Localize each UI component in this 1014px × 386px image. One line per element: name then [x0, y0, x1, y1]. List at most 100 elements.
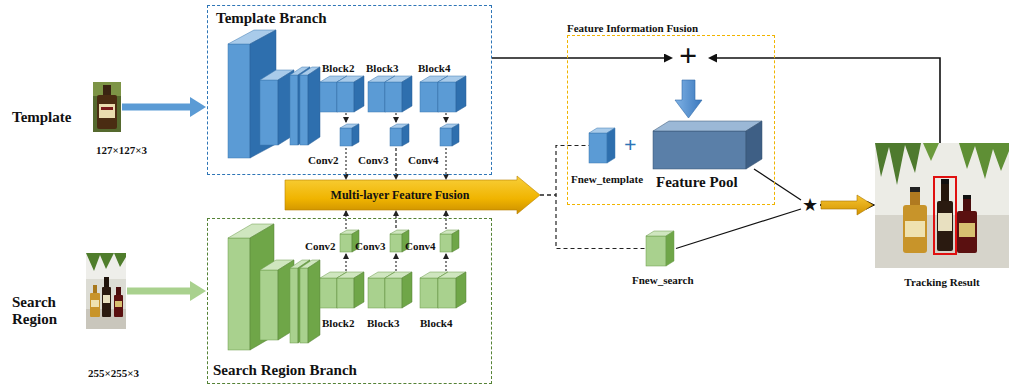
text-holder: +: [679, 37, 697, 73]
search-layers: [390, 234, 402, 252]
text-holder: +: [624, 132, 637, 158]
search-layers: [228, 224, 466, 350]
template-layers: [438, 82, 456, 112]
template-layers: [228, 30, 466, 158]
feature-cube: Fnew_template: [589, 128, 615, 163]
feature-cube-shape: [646, 236, 666, 266]
search-layers: [456, 272, 466, 308]
block-label: Block4: [420, 317, 452, 330]
template-layers: [456, 76, 466, 112]
template-layers: [300, 75, 308, 145]
template-image-shape: [93, 82, 121, 132]
feature-cube-shape: [589, 128, 615, 163]
result-image-shape: [910, 192, 920, 207]
result-image-shape: [957, 211, 977, 253]
search-layers: [452, 230, 459, 252]
template-image-shape: [93, 82, 121, 132]
search-image-shape: [116, 287, 121, 296]
search-image: Search Region255×255×3: [86, 253, 126, 329]
result-image-shape: [959, 143, 1009, 179]
dotted-arrows: [395, 113, 396, 122]
fusion-title: Feature Information Fusion: [567, 22, 698, 35]
template-layers: [260, 80, 278, 145]
text-holder: Conv3: [355, 236, 386, 254]
dotted-arrows: [345, 254, 346, 271]
connector: [540, 146, 589, 196]
template-image-shape: [101, 107, 113, 110]
search-image-shape: [115, 301, 122, 307]
search-layers: [402, 272, 412, 308]
search-image-shape: [114, 295, 123, 317]
feature-cube-shape: [646, 231, 676, 266]
dotted-arrows: [445, 254, 446, 271]
connector: [492, 57, 664, 59]
text-holder: Fnew_search: [632, 270, 694, 288]
fusion-arrow: Multi-layer Feature Fusion: [285, 176, 540, 214]
pool-name: Feature Pool: [656, 173, 738, 191]
result-image-shape: [875, 143, 1009, 268]
search-layers: [438, 278, 456, 308]
correlation-symbol: ★: [802, 194, 818, 216]
text-holder: Block4: [418, 58, 450, 76]
output-arrow: [821, 195, 873, 215]
template-layers: [290, 75, 298, 145]
template-layers: [452, 124, 459, 146]
block-label: Block3: [366, 62, 398, 75]
result-image-shape: [938, 213, 952, 231]
dotted-arrows: [345, 211, 346, 229]
result-image-shape: [905, 221, 925, 237]
template-layers: [320, 82, 337, 112]
feature-pool-shape: [746, 121, 762, 169]
block-label: Block2: [322, 62, 354, 75]
search-layers: [368, 278, 385, 308]
feature-cube-shape: [589, 133, 607, 163]
text-holder: Block2: [322, 58, 354, 76]
text-holder: Feature Information Fusion: [567, 18, 698, 36]
block-label: Block2: [322, 317, 354, 330]
text-holder: Feature Pool: [656, 173, 738, 191]
search-layers: [260, 270, 278, 340]
text-holder: Conv4: [408, 150, 439, 168]
template-layers: [390, 128, 402, 146]
conv-label: Conv2: [305, 240, 336, 253]
branch-title: Template Branch: [216, 9, 327, 27]
text-holder: 255×255×3: [88, 363, 139, 381]
text-holder: 127×127×3: [96, 140, 147, 158]
connector: [540, 195, 646, 249]
template-image-shape: [103, 85, 111, 96]
text-holder: Conv2: [308, 150, 339, 168]
text-holder: Template: [12, 108, 71, 126]
text-holder: ★: [802, 194, 818, 216]
feature-name: Fnew_template: [571, 173, 643, 186]
block-label: Block4: [418, 62, 450, 75]
template-layers: [340, 128, 352, 146]
feature-cube-shape: [607, 128, 615, 163]
text-holder: Block3: [366, 58, 398, 76]
block-label: Block3: [367, 317, 399, 330]
fusion-title: Multi-layer Feature Fusion: [331, 176, 470, 214]
branch-box: Search Region Branch: [207, 218, 492, 384]
text-holder: Block4: [420, 313, 452, 331]
text-holder: Block2: [322, 313, 354, 331]
feature-cube: Fnew_search: [646, 231, 676, 266]
input-size: 255×255×3: [88, 367, 139, 380]
dotted-arrows: [445, 211, 446, 229]
branch-title: Search Region Branch: [213, 361, 357, 379]
text-holder: Template Branch: [216, 9, 327, 27]
conv-label: Conv4: [408, 154, 439, 167]
search-image-shape: [102, 287, 111, 317]
result-image-shape: [903, 205, 927, 253]
template-image-shape: [97, 95, 117, 129]
search-image-shape: [90, 293, 100, 317]
connector: [676, 205, 866, 249]
fusion-box: Feature Information FusionFnew_templateF…: [567, 35, 775, 205]
result-image-shape: [875, 143, 1009, 268]
conv-label: Conv3: [358, 154, 389, 167]
template-image-shape: [93, 82, 121, 96]
template-layers: [402, 76, 412, 112]
result-image-shape: [959, 223, 975, 237]
text-holder: Fnew_template: [571, 169, 643, 187]
template-layers: [337, 82, 354, 112]
search-layers: [320, 278, 337, 308]
search-image-shape: [91, 300, 99, 307]
